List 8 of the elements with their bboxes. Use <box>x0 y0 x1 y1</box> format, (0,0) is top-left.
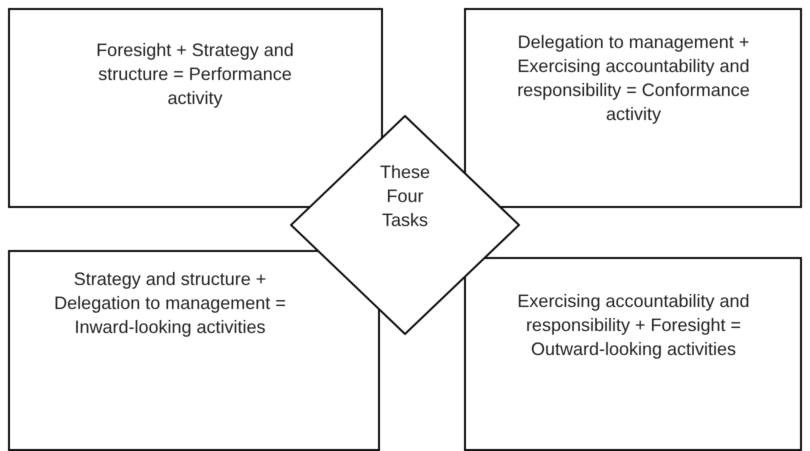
box-text: Strategy and structure + Delegation to management = Inward-looking activities <box>53 268 287 339</box>
text-box <box>464 257 802 451</box>
text-box <box>464 8 802 208</box>
text-box <box>8 250 380 451</box>
box-text: Foresight + Strategy and structure = Performance activity <box>95 39 295 110</box>
diamond-label: These Four Tasks <box>378 161 432 232</box>
box-text: Exercising accountability and responsibility + Foresight = Outward-looking activities <box>516 290 751 361</box>
box-text: Delegation to management + Exercising accountability and responsibility = Conformance activity <box>516 31 751 126</box>
